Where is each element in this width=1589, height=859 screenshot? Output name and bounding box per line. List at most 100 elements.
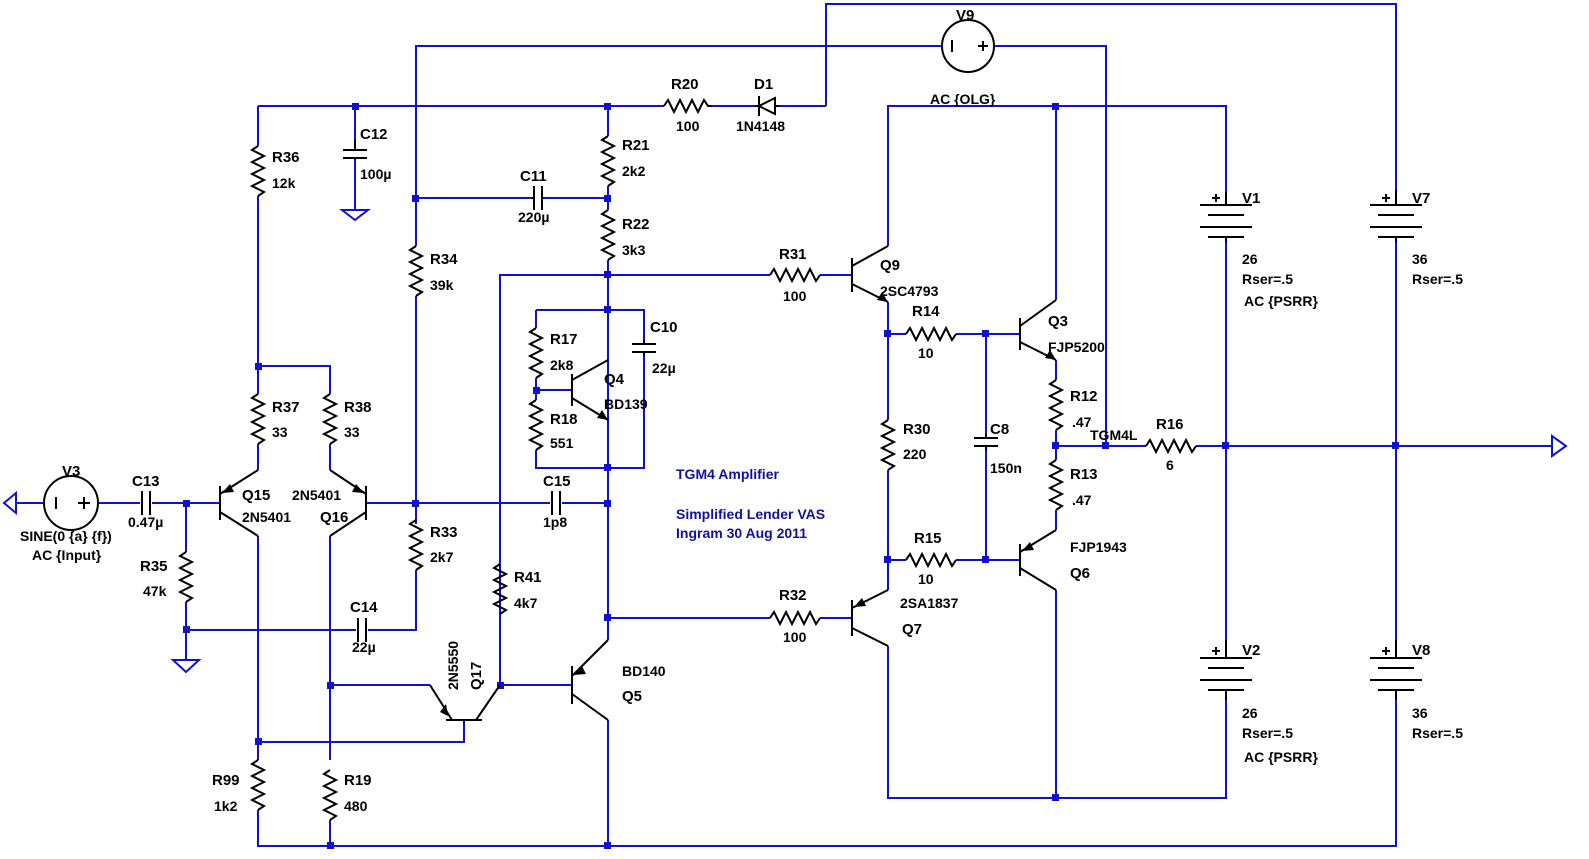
battery-v7 [1370,190,1422,242]
label-value: 22µ [352,639,376,655]
resistors [177,97,1197,821]
label-ref: Q15 [242,487,270,504]
label-value: BD139 [604,396,648,412]
resistor-r35 [177,551,195,603]
battery-v1 [1200,192,1252,242]
olg-directive: AC {OLG} [930,91,996,107]
label-ref: C11 [520,168,547,185]
label-ref: V2 [1242,642,1260,659]
label-value: 2N5401 [242,509,291,525]
label-value: 2N5550 [445,641,461,690]
battery-v8 [1370,640,1422,700]
resistor-r18 [527,399,545,451]
label-ref: Q9 [880,257,900,274]
label-ref: R15 [914,530,942,547]
schematic-title: TGM4 Amplifier [676,466,779,482]
label-ref: R20 [671,76,699,93]
resistor-r33 [407,519,425,571]
label-ref: Q16 [320,509,348,526]
resistor-r13 [1047,459,1065,511]
resistor-r16 [1145,437,1197,455]
label-ref: R37 [272,399,300,416]
label-value: 0.47µ [128,514,163,530]
capacitors [141,140,998,642]
label-ref: C14 [350,599,378,616]
label-ref: D1 [754,76,773,93]
label-ref: V1 [1242,190,1260,207]
label-value: 12k [272,175,296,191]
label-value: AC {PSRR} [1244,749,1318,765]
label-ref: V9 [956,7,974,24]
label-value: 22µ [652,360,676,376]
schematic-subtitle: Simplified Lender VAS [676,506,825,522]
label-value: 3k3 [622,242,646,258]
label-ref: V7 [1412,190,1430,207]
resistor-r15 [905,551,957,569]
label-value: 2SC4793 [880,283,939,299]
transistor-q7 [851,589,889,647]
resistor-r37 [249,393,267,445]
resistor-r22 [599,209,617,261]
label-ref: Q17 [468,662,485,690]
label-value: 2k7 [430,549,454,565]
label-ref: C15 [543,473,571,490]
label-ref: R16 [1156,416,1184,433]
label-ref: C12 [360,126,388,143]
label-value: 39k [430,277,454,293]
battery-v2 [1200,640,1252,700]
label-value: 2k8 [550,357,574,373]
transistor-q15 [219,469,259,537]
resistor-r17 [527,327,545,379]
label-value: 10 [918,571,934,587]
label-value: 2SA1837 [900,595,959,611]
label-value: 2N5401 [292,487,341,503]
label-value: 150n [990,460,1022,476]
transistor-q17 [429,684,501,722]
voltage-source-v9 [941,19,995,73]
label-value: 33 [272,424,288,440]
label-value: 480 [344,798,368,814]
schematic-author: Ingram 30 Aug 2011 [676,525,807,541]
label-value: 100µ [360,166,391,182]
label-value: SINE(0 {a} {f}) [20,528,112,544]
label-value: Rser=.5 [1412,725,1463,741]
label-value: 100 [676,118,700,134]
net-label: TGM4L [1090,427,1138,443]
resistor-r19 [321,769,339,821]
resistor-r34 [407,245,425,297]
label-value: 26 [1242,251,1258,267]
label-value: 6 [1166,457,1174,473]
label-ref: Q6 [1070,565,1090,582]
capacitor-c15 [551,491,561,515]
label-ref: Q3 [1048,313,1068,330]
label-value: 47k [143,583,167,599]
resistor-r38 [321,393,339,445]
label-ref: R33 [430,524,458,541]
label-value: Rser=.5 [1242,271,1293,287]
sources [43,19,1422,700]
label-ref: R38 [344,399,372,416]
capacitor-c8 [974,434,998,450]
label-ref: R21 [622,137,650,154]
label-value: 26 [1242,705,1258,721]
capacitor-c11 [532,186,544,210]
capacitor-c14 [357,618,367,642]
label-value: 220 [903,446,927,462]
label-ref: Q4 [604,371,625,388]
resistor-r20 [663,97,712,115]
transistor-q4 [571,359,609,421]
transistor-q3 [1019,299,1057,361]
label-value: BD140 [622,663,666,679]
label-ref: V3 [62,463,80,480]
resistor-r41 [491,563,509,615]
resistor-r31 [769,266,821,284]
label-value: .47 [1072,492,1092,508]
label-value: 36 [1412,251,1428,267]
resistor-r32 [769,609,821,627]
label-value: 10 [918,345,934,361]
label-value: 4k7 [514,595,538,611]
transistors [219,245,1057,722]
label-value: 1N4148 [736,118,785,134]
transistor-q6 [1019,529,1057,591]
